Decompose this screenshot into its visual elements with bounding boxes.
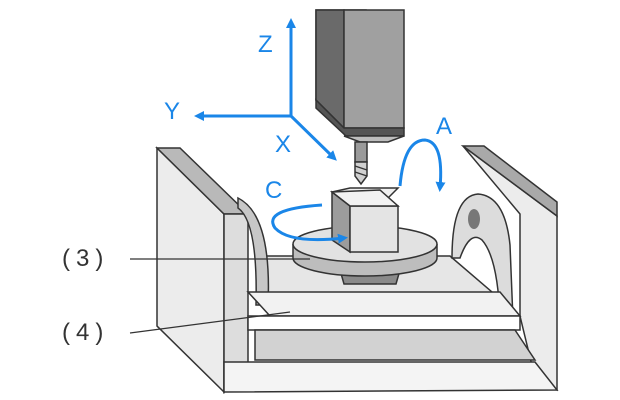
c-axis-arc-arrow <box>271 203 348 244</box>
trunnion-pivot-hole <box>468 209 480 229</box>
x-axis-label: X <box>275 131 291 158</box>
c-axis-rotation: C <box>265 177 348 244</box>
workpiece-top-face <box>329 189 400 207</box>
y-axis-label: Y <box>164 98 180 125</box>
cradle-lower-tray <box>254 329 537 361</box>
spindle-head <box>315 9 405 143</box>
cutting-tool <box>354 141 368 186</box>
cradle-bottom-base <box>223 361 559 393</box>
workpiece-front <box>349 205 399 253</box>
a-axis-arc-arrow <box>398 138 446 192</box>
workpiece <box>329 187 400 254</box>
a-axis-rotation: A <box>398 113 452 192</box>
z-axis-label: Z <box>258 31 273 58</box>
spindle-body-right <box>343 9 405 129</box>
x-axis-arrow <box>289 114 337 161</box>
tool-flute-lines <box>354 165 368 177</box>
callout-3-label: (3) <box>62 245 109 272</box>
spindle-nose <box>343 135 405 143</box>
callout-4: (4) <box>62 311 291 346</box>
callout-3: (3) <box>62 245 310 272</box>
callout-4-label: (4) <box>62 319 109 346</box>
tool-shank <box>354 141 368 163</box>
cradle-front-lip <box>247 315 521 331</box>
cradle-frame <box>155 145 559 395</box>
c-axis-label: C <box>265 177 282 204</box>
cradle-right-wall-top <box>460 145 558 218</box>
a-axis-label: A <box>436 113 452 140</box>
coordinate-axes: Z Y X <box>164 18 337 161</box>
callout-4-leader <box>129 311 291 334</box>
